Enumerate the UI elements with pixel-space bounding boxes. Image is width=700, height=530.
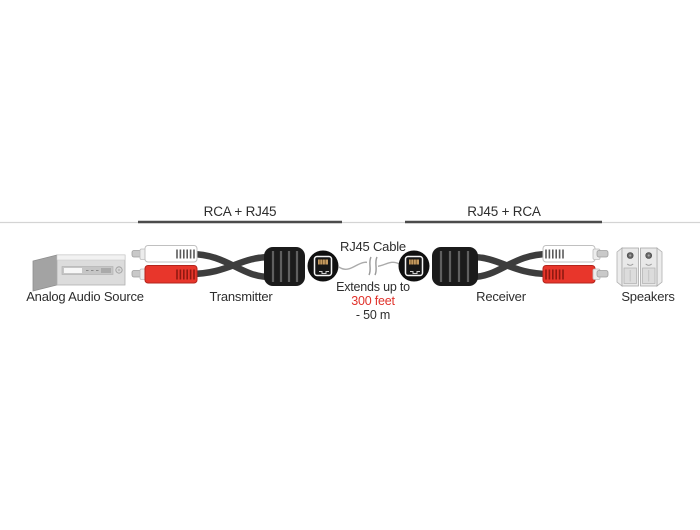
- rca-plug-white-icon: [542, 245, 609, 263]
- speakers-icon: [616, 247, 663, 287]
- transmitter-cables: [186, 250, 274, 281]
- rca-plug-red-icon: [542, 265, 609, 284]
- rj45-port-icon: [398, 250, 430, 282]
- group-label-left: RCA + RJ45: [203, 204, 277, 219]
- extends-note-line3: - 50 m: [355, 308, 391, 322]
- transmitter-label: Transmitter: [209, 289, 273, 304]
- group-label-right: RJ45 + RCA: [467, 204, 541, 219]
- extends-note-line2: 300 feet: [351, 294, 395, 308]
- group-bracket-lines: [0, 220, 700, 224]
- receiver-illustration: [398, 245, 609, 286]
- speakers-label: Speakers: [621, 289, 675, 304]
- rj45-port-icon: [307, 250, 339, 282]
- ferrite-barrel-icon: [432, 247, 478, 286]
- transmitter-illustration: [131, 245, 339, 286]
- rca-plug-red-icon: [131, 265, 198, 284]
- receiver-label: Receiver: [476, 289, 526, 304]
- rca-plug-white-icon: [131, 245, 198, 263]
- rj45-cable-label: RJ45 Cable: [340, 239, 406, 254]
- source-label: Analog Audio Source: [26, 289, 144, 304]
- extends-note-line1: Extends up to: [336, 280, 410, 294]
- ferrite-barrel-icon: [264, 247, 305, 286]
- cable-break-icon: [368, 256, 378, 276]
- rj45-cable-illustration: [338, 255, 400, 277]
- receiver-cables: [468, 250, 553, 281]
- audio-source-icon: [32, 254, 126, 292]
